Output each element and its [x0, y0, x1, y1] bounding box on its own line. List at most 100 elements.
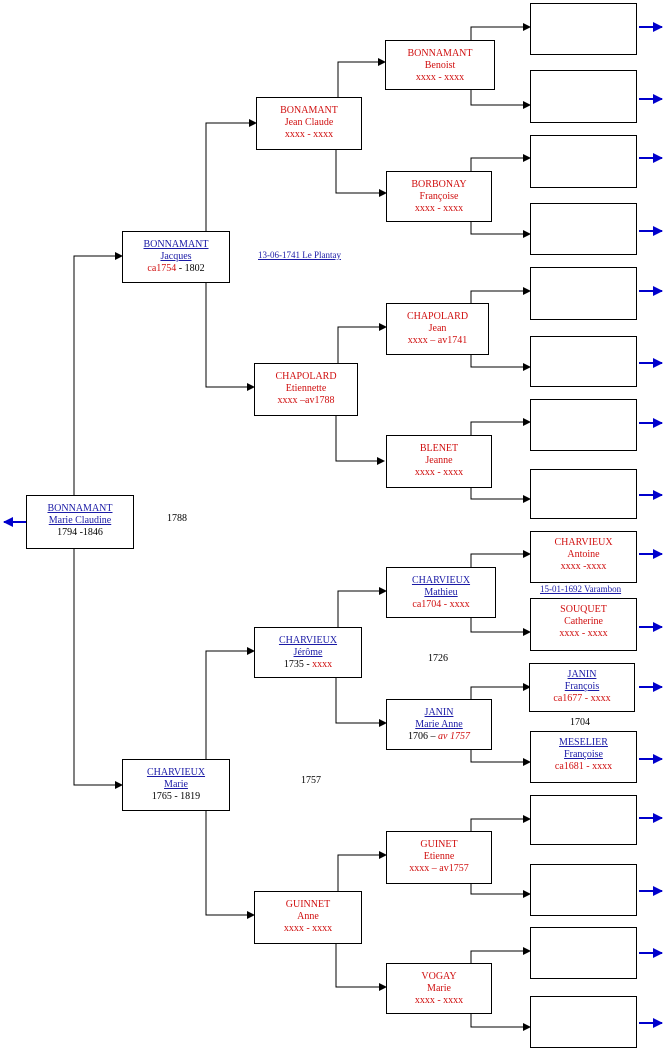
connector-g5-bottom-4 [470, 488, 531, 503]
grandmother-paternal-box: CHAPOLARD Etiennette xxxx –av1788 [254, 363, 358, 416]
root-dates: 1794 -1846 [57, 527, 103, 538]
connector-mmm [335, 944, 387, 991]
connector-ffm [335, 150, 387, 197]
mfm-given[interactable]: Marie Anne [415, 719, 463, 730]
mmf-given: Etienne [423, 851, 455, 862]
mm-surname: GUINNET [285, 899, 331, 910]
mother-dates: 1765 - 1819 [151, 791, 201, 802]
marriage-note-mf: 1726 [428, 653, 448, 664]
mmf-dates: xxxx – av1757 [409, 863, 469, 874]
ff-given: Jean Claude [284, 117, 334, 128]
g4-empty-box-3 [530, 135, 637, 188]
father-dates-death: - 1802 [176, 263, 205, 274]
fmm-given: Jeanne [425, 455, 453, 466]
fmm-box: BLENET Jeanne xxxx - xxxx [386, 435, 492, 488]
g4-janin-francois-box[interactable]: JANIN François ca1677 - xxxx [529, 663, 635, 712]
root-surname[interactable]: BONNAMANT [47, 503, 113, 514]
connector-g5-bottom-2 [470, 222, 531, 238]
mff-surname[interactable]: CHARVIEUX [411, 575, 471, 586]
g6-dates: xxxx - xxxx [559, 628, 608, 639]
marriage-note-mother: 1757 [301, 775, 321, 786]
connector-g5-top-4 [470, 418, 531, 435]
connector-mfm [335, 678, 387, 727]
mmm-surname: VOGAY [421, 971, 457, 982]
g4-empty-box-6 [530, 336, 637, 387]
connector-g5-top-1 [470, 23, 531, 40]
connector-mother [73, 549, 123, 789]
connector-fff [337, 58, 386, 97]
g7-surname[interactable]: JANIN [567, 669, 597, 680]
g4-empty-box-12 [530, 996, 637, 1048]
connector-g5-top-3 [470, 287, 531, 303]
ffm-surname: BORBONAY [411, 179, 467, 190]
mfm-surname[interactable]: JANIN [424, 707, 454, 718]
fmf-box: CHAPOLARD Jean xxxx – av1741 [386, 303, 489, 355]
mother-surname[interactable]: CHARVIEUX [146, 767, 206, 778]
mf-dates-birth: 1735 - [283, 659, 313, 670]
father-box[interactable]: BONNAMANT Jacques ca1754 - 1802 [122, 231, 230, 283]
g4-empty-box-2 [530, 70, 637, 123]
g4-empty-box-11 [530, 927, 637, 979]
mm-given: Anne [297, 911, 319, 922]
connector-g5-top-2 [470, 154, 531, 171]
mff-given[interactable]: Mathieu [424, 587, 458, 598]
connector-ff [205, 119, 257, 231]
mff-box[interactable]: CHARVIEUX Mathieu ca1704 - xxxx [386, 567, 496, 618]
g7-dates: ca1677 - xxxx [553, 693, 611, 704]
fff-dates: xxxx - xxxx [415, 72, 465, 83]
fmf-dates: xxxx – av1741 [407, 335, 468, 346]
g7-given[interactable]: François [564, 681, 600, 692]
mf-given[interactable]: Jérôme [293, 647, 323, 658]
ff-surname: BONAMANT [280, 105, 338, 116]
connector-g5-bottom-3 [470, 355, 531, 371]
connector-fm [205, 283, 255, 391]
connector-mmf [337, 851, 387, 891]
connector-mff [337, 587, 387, 627]
fmf-surname: CHAPOLARD [406, 311, 469, 322]
grandfather-maternal-box[interactable]: CHARVIEUX Jérôme 1735 - xxxx [254, 627, 362, 678]
fmf-given: Jean [428, 323, 447, 334]
ffm-dates: xxxx - xxxx [414, 203, 464, 214]
mmm-given: Marie [427, 983, 451, 994]
mm-dates: xxxx - xxxx [283, 923, 333, 934]
connector-mm [205, 811, 255, 919]
marriage-note-father[interactable]: 13-06-1741 Le Plantay [258, 250, 341, 260]
father-given[interactable]: Jacques [160, 251, 192, 262]
root-person-box[interactable]: BONNAMANT Marie Claudine 1794 -1846 [26, 495, 134, 549]
mfm-box[interactable]: JANIN Marie Anne 1706 – av 1757 [386, 699, 492, 750]
g4-empty-box-5 [530, 267, 637, 320]
marriage-note-g7: 1704 [570, 717, 590, 728]
fff-surname: BONNAMANT [407, 48, 473, 59]
mff-dates: ca1704 - xxxx [412, 599, 470, 610]
fff-box: BONNAMANT Benoist xxxx - xxxx [385, 40, 495, 90]
grandmother-maternal-box: GUINNET Anne xxxx - xxxx [254, 891, 362, 944]
fff-given: Benoist [424, 60, 456, 71]
ff-dates: xxxx - xxxx [284, 129, 334, 140]
connector-g5-top-6 [470, 683, 531, 699]
marriage-note-g5[interactable]: 15-01-1692 Varambon [540, 584, 622, 594]
mmf-surname: GUINET [420, 839, 458, 850]
fm-given: Etiennette [285, 383, 327, 394]
g4-meselier-box[interactable]: MESELIER Françoise ca1681 - xxxx [530, 731, 637, 783]
mf-surname[interactable]: CHARVIEUX [278, 635, 338, 646]
connector-fmm [335, 416, 385, 465]
ffm-box: BORBONAY Françoise xxxx - xxxx [386, 171, 492, 222]
mf-dates-death: xxxx [312, 659, 333, 670]
g5-surname: CHARVIEUX [554, 537, 613, 548]
g8-given[interactable]: Françoise [564, 749, 603, 760]
root-given[interactable]: Marie Claudine [48, 515, 112, 526]
g6-given: Catherine [564, 616, 603, 627]
father-surname[interactable]: BONNAMANT [143, 239, 209, 250]
connector-g5-bottom-7 [470, 884, 531, 898]
connector-g5-bottom-5 [470, 618, 531, 636]
mmf-box: GUINET Etienne xxxx – av1757 [386, 831, 492, 884]
g4-empty-box-4 [530, 203, 637, 255]
g8-surname[interactable]: MESELIER [559, 737, 608, 748]
connector-fmf [337, 323, 387, 363]
mother-box[interactable]: CHARVIEUX Marie 1765 - 1819 [122, 759, 230, 811]
fmm-surname: BLENET [419, 443, 459, 454]
connector-father [73, 252, 123, 495]
mother-given[interactable]: Marie [164, 779, 188, 790]
g6-surname: SOUQUET [560, 604, 607, 615]
